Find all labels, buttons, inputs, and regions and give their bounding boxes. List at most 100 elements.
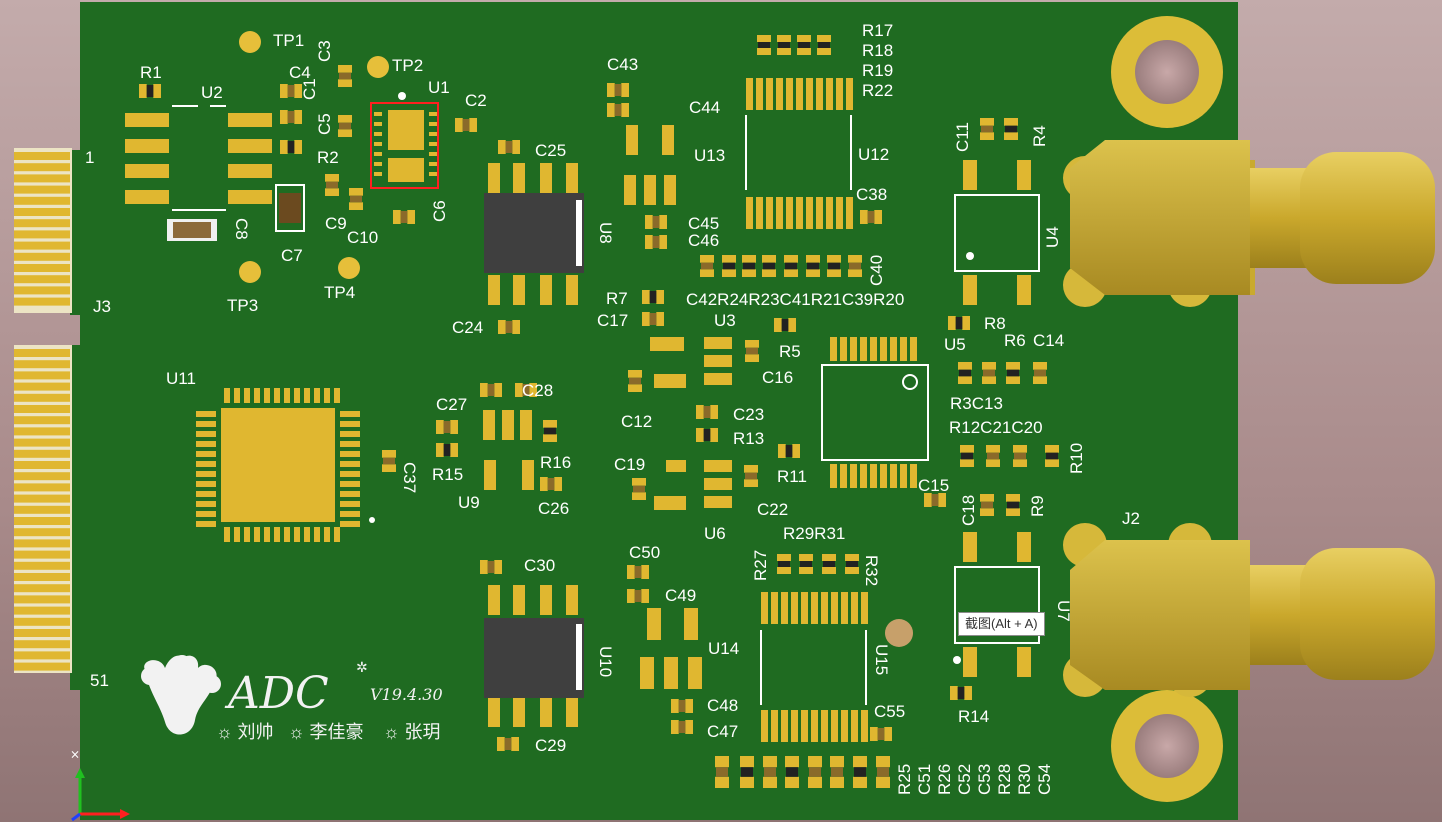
sma-connector-top	[1063, 140, 1435, 307]
smd-pad	[469, 118, 477, 132]
smd-pad	[964, 686, 972, 700]
smd-pad	[540, 477, 548, 491]
edge-finger	[14, 275, 70, 284]
silk-label-c23: C23	[733, 405, 764, 424]
ic-pin	[781, 592, 788, 624]
silk-label-c53: C53	[975, 764, 994, 795]
ic-pin	[791, 592, 798, 624]
capacitor-body	[981, 501, 993, 509]
qfn-pin	[840, 464, 847, 488]
smd-pad	[853, 756, 867, 768]
qfn-pin	[196, 521, 216, 527]
smd-pad	[436, 443, 444, 457]
silk-label-r19: R19	[862, 61, 893, 80]
silk-label-c27: C27	[436, 395, 467, 414]
smd-pad	[792, 444, 800, 458]
qfn-pin	[284, 388, 290, 403]
silk-label-r1: R1	[140, 63, 162, 82]
qfn-pin	[224, 388, 230, 403]
qfn-pin	[244, 388, 250, 403]
smd-pad	[785, 776, 799, 788]
smd-pad	[338, 129, 352, 137]
capacitor-body	[877, 767, 889, 777]
silk-label-c2: C2	[465, 91, 487, 110]
silk-label-r18: R18	[862, 41, 893, 60]
smd-pad	[742, 269, 756, 277]
logo-title: ADC	[224, 668, 329, 719]
smd-pad	[671, 720, 679, 734]
resistor-body	[703, 429, 711, 441]
edge-finger	[14, 517, 70, 525]
resistor-body	[854, 767, 866, 777]
smd-pad	[757, 35, 771, 42]
smd-pad	[950, 686, 958, 700]
ic-pin	[791, 710, 798, 742]
silk-label-c19: C19	[614, 455, 645, 474]
smd-pad	[710, 405, 718, 419]
qfn-pin	[830, 464, 837, 488]
capacitor-body	[987, 452, 999, 460]
smd-pad	[349, 188, 363, 196]
silk-label-c5: C5	[315, 113, 334, 135]
logo-author-1: ☼ 刘帅	[216, 722, 274, 742]
capacitor-body	[652, 236, 660, 248]
smd-pad	[325, 188, 339, 196]
resistor-body	[1005, 125, 1017, 133]
qfn-pin	[274, 388, 280, 403]
qfn-pin	[264, 388, 270, 403]
edge-finger	[14, 629, 70, 637]
ic-pin	[836, 78, 843, 110]
edge-finger	[14, 163, 70, 172]
ic-pin	[771, 710, 778, 742]
silk-label-r27: R27	[751, 550, 770, 581]
silk-label-u9: U9	[458, 493, 480, 512]
smd-pad	[958, 362, 972, 370]
resistor-body	[1007, 369, 1019, 377]
edge-finger	[14, 483, 70, 492]
smd-pad	[498, 320, 506, 334]
ic-pin	[811, 710, 818, 742]
ic-pin	[806, 197, 813, 229]
smd-pad	[777, 35, 791, 42]
edge-finger	[14, 174, 70, 183]
smd-pad	[294, 140, 302, 154]
resistor-body	[287, 141, 295, 153]
smd-pad	[642, 312, 650, 326]
capacitor-body	[547, 478, 555, 490]
smd-pad	[778, 444, 786, 458]
resistor-body	[758, 42, 770, 48]
qfn-pin	[850, 464, 857, 488]
smd-pad	[1013, 445, 1027, 453]
ic-pin	[826, 78, 833, 110]
smd-pad	[685, 699, 693, 713]
ic-pin	[836, 197, 843, 229]
silk-label-c40: C40	[867, 255, 886, 286]
capacitor-body	[849, 262, 861, 270]
smd-pad	[848, 255, 862, 263]
qfn-pin	[340, 501, 360, 507]
qfn-pin	[196, 421, 216, 427]
ic-pin	[831, 592, 838, 624]
silk-label-u10: U10	[596, 646, 615, 677]
capacitor-body	[634, 590, 642, 602]
silk-label-c44: C44	[689, 98, 720, 117]
qfn-pin	[196, 411, 216, 417]
resistor-body	[743, 262, 755, 270]
smd-pad	[876, 776, 890, 788]
capacitor-body	[678, 721, 686, 733]
qfn-pin	[196, 431, 216, 437]
silk-label-r16: R16	[540, 453, 571, 472]
silk-label-c17: C17	[597, 311, 628, 330]
ic-pin	[771, 592, 778, 624]
smd-pad	[480, 560, 488, 574]
z-axis-line	[71, 812, 81, 822]
smd-pad	[785, 756, 799, 768]
smd-pad	[777, 567, 791, 574]
qfn-pin	[890, 337, 897, 361]
edge-finger	[14, 640, 70, 649]
qfn-pin	[850, 337, 857, 361]
smd-pad	[808, 776, 822, 788]
qfn-pin	[284, 527, 290, 542]
smd-pad	[436, 420, 444, 434]
